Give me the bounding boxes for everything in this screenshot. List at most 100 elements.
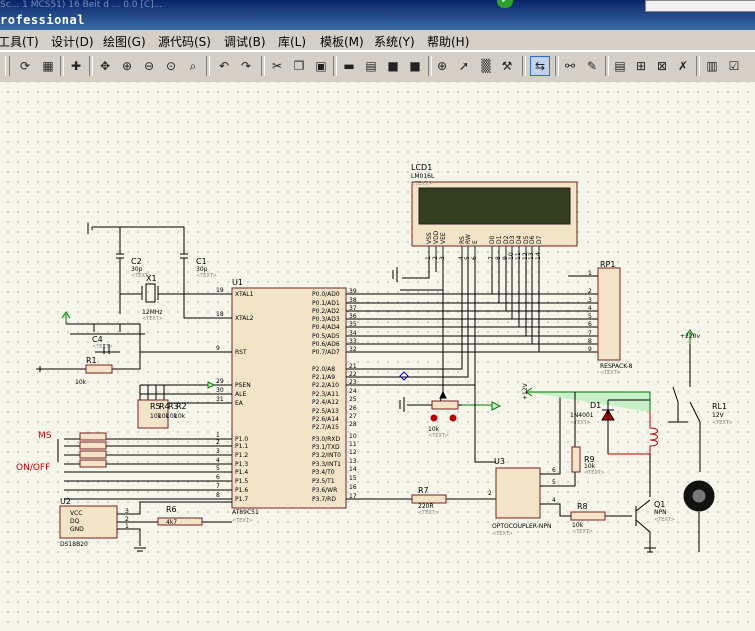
- u1-left-pin-name: RST: [235, 349, 247, 356]
- u1-right-pin-name: P0.3/AD3: [312, 316, 340, 323]
- u3-pin-4: 4: [552, 497, 556, 504]
- menu-tools[interactable]: 工具(T): [0, 35, 39, 49]
- pan-icon[interactable]: ✥: [99, 59, 111, 73]
- u3-pin-5: 5: [552, 479, 556, 486]
- undo-icon[interactable]: ↶: [218, 59, 230, 73]
- r6-value: 4k7: [166, 519, 177, 526]
- menu-graph[interactable]: 绘图(G): [103, 35, 146, 49]
- cut-icon[interactable]: ✂: [271, 59, 283, 73]
- menu-source[interactable]: 源代码(S): [158, 35, 211, 49]
- r1-value: 10k: [75, 379, 87, 386]
- u2-part: DS18B20: [60, 541, 88, 548]
- menu-system[interactable]: 系统(Y): [374, 35, 415, 49]
- u1-right-pin-number: 37: [349, 305, 357, 312]
- u1-right-pin-number: 34: [349, 330, 357, 337]
- goto-sheet-icon[interactable]: ⊠: [656, 59, 668, 73]
- lcd-pin-name: D4: [516, 235, 523, 244]
- new-sheet-icon[interactable]: ▤: [614, 59, 626, 73]
- pot-value: 10k: [428, 426, 440, 433]
- delete-sheet-icon[interactable]: ✗: [677, 59, 689, 73]
- redo-icon[interactable]: ↷: [240, 59, 252, 73]
- zoom-all-icon[interactable]: ⊙: [165, 59, 177, 73]
- u1-right-pin-name: P0.6/AD6: [312, 341, 340, 348]
- switch-label-ms: MS: [38, 431, 52, 441]
- u1-right-pin-number: 15: [349, 475, 357, 482]
- u1-left-pin-name: PSEN: [235, 382, 251, 389]
- toolbar-separator: [261, 56, 265, 76]
- lcd-pin-name: D2: [503, 235, 510, 244]
- menu-library[interactable]: 库(L): [278, 35, 307, 49]
- u1-right-pin-number: 32: [349, 346, 357, 353]
- c1-value: 30p: [196, 266, 208, 273]
- zoom-out-icon[interactable]: ⊖: [143, 59, 155, 73]
- r2-ref: R2: [176, 402, 187, 411]
- c1-text: <TEXT>: [196, 273, 217, 279]
- u1-right-pin-number: 22: [349, 371, 357, 378]
- menu-help[interactable]: 帮助(H): [427, 35, 470, 49]
- grid-icon[interactable]: ▦: [42, 59, 54, 73]
- rp1-text: <TEXT>: [600, 370, 621, 376]
- app-title: rofessional: [0, 13, 85, 27]
- make-device-icon[interactable]: ➚: [458, 59, 470, 73]
- rp1-pin-number: 9: [588, 346, 592, 353]
- property-assign-icon[interactable]: ✎: [586, 59, 598, 73]
- u1-right-pin-name: P0.5/AD5: [312, 333, 340, 340]
- u1-right-pin-number: 16: [349, 484, 357, 491]
- u1-part: AT89C51: [232, 509, 259, 516]
- r5-ref: R5: [150, 402, 161, 411]
- u1-left-pin-number: 5: [216, 465, 220, 472]
- erc-icon[interactable]: ☑: [728, 59, 740, 73]
- menu-debug[interactable]: 调试(B): [224, 35, 266, 49]
- check-icon: ✓: [497, 0, 513, 8]
- rl1-ref: RL1: [712, 402, 727, 411]
- lcd-pin-number: 11: [515, 252, 522, 260]
- r9-text: <TEXT>: [584, 470, 605, 476]
- title-bar: Sc... 1 MCS51) 16 Beit d ... 0.0 [C]... …: [0, 0, 755, 30]
- lcd-pin-number: 3: [439, 256, 446, 260]
- lcd-pin-name: RS: [459, 236, 466, 244]
- toolbar-separator: [696, 56, 700, 76]
- u1-left-pin-name: P1.7: [235, 496, 248, 503]
- lcd-pin-name: D3: [509, 235, 516, 244]
- packaging-icon[interactable]: ▒: [481, 59, 491, 73]
- refresh-icon[interactable]: ⟳: [19, 59, 31, 73]
- rp1-pin-number: 4: [588, 305, 592, 312]
- u1-left-pin-name: P1.5: [235, 478, 248, 485]
- u1-right-pin-number: 13: [349, 458, 357, 465]
- u1-right-pin-name: P3.6/WR: [312, 487, 337, 494]
- r7-text: <TEXT>: [418, 510, 439, 516]
- block-delete-icon[interactable]: ■: [409, 59, 421, 73]
- pick-device-icon[interactable]: ⊕: [436, 59, 448, 73]
- menu-design[interactable]: 设计(D): [51, 35, 94, 49]
- u1-right-pin-number: 27: [349, 413, 357, 420]
- window-controls[interactable]: [645, 0, 755, 12]
- zoom-area-icon[interactable]: ⌕: [189, 58, 197, 73]
- copy-icon[interactable]: ❐: [293, 59, 305, 73]
- toolbar-grip[interactable]: [5, 56, 10, 76]
- u1-right-pin-name: P0.7/AD7: [312, 349, 340, 356]
- paste-icon[interactable]: ▣: [315, 59, 327, 73]
- zoom-in-icon[interactable]: ⊕: [121, 59, 133, 73]
- wire-autorouter-icon[interactable]: ⇆: [530, 56, 550, 76]
- c4-text: <TEXT>: [92, 344, 113, 350]
- rp1-pin-number: 1: [588, 270, 592, 277]
- r2-value-3: 10k: [174, 413, 186, 420]
- search-tag-icon[interactable]: ⚯: [564, 59, 576, 73]
- u3-pin-6: 6: [552, 467, 556, 474]
- u1-right-pin-name: P3.4/T0: [312, 469, 335, 476]
- block-copy-icon[interactable]: ▬: [343, 59, 355, 73]
- decompose-icon[interactable]: ⚒: [501, 59, 513, 73]
- menu-template[interactable]: 模板(M): [320, 35, 364, 49]
- remove-sheet-icon[interactable]: ⊞: [635, 59, 647, 73]
- origin-icon[interactable]: ✚: [70, 59, 82, 73]
- block-rotate-icon[interactable]: ■: [387, 59, 399, 73]
- bom-icon[interactable]: ▥: [706, 59, 718, 73]
- u1-left-pin-number: 7: [216, 483, 220, 490]
- u1-right-pin-name: P3.0/RXD: [312, 436, 340, 443]
- u1-left-pin-number: 2: [216, 439, 220, 446]
- block-move-icon[interactable]: ▤: [365, 59, 377, 73]
- u1-left-pin-name: P1.6: [235, 487, 248, 494]
- u1-left-pin-name: P1.2: [235, 452, 248, 459]
- rp1-pin-number: 7: [588, 330, 592, 337]
